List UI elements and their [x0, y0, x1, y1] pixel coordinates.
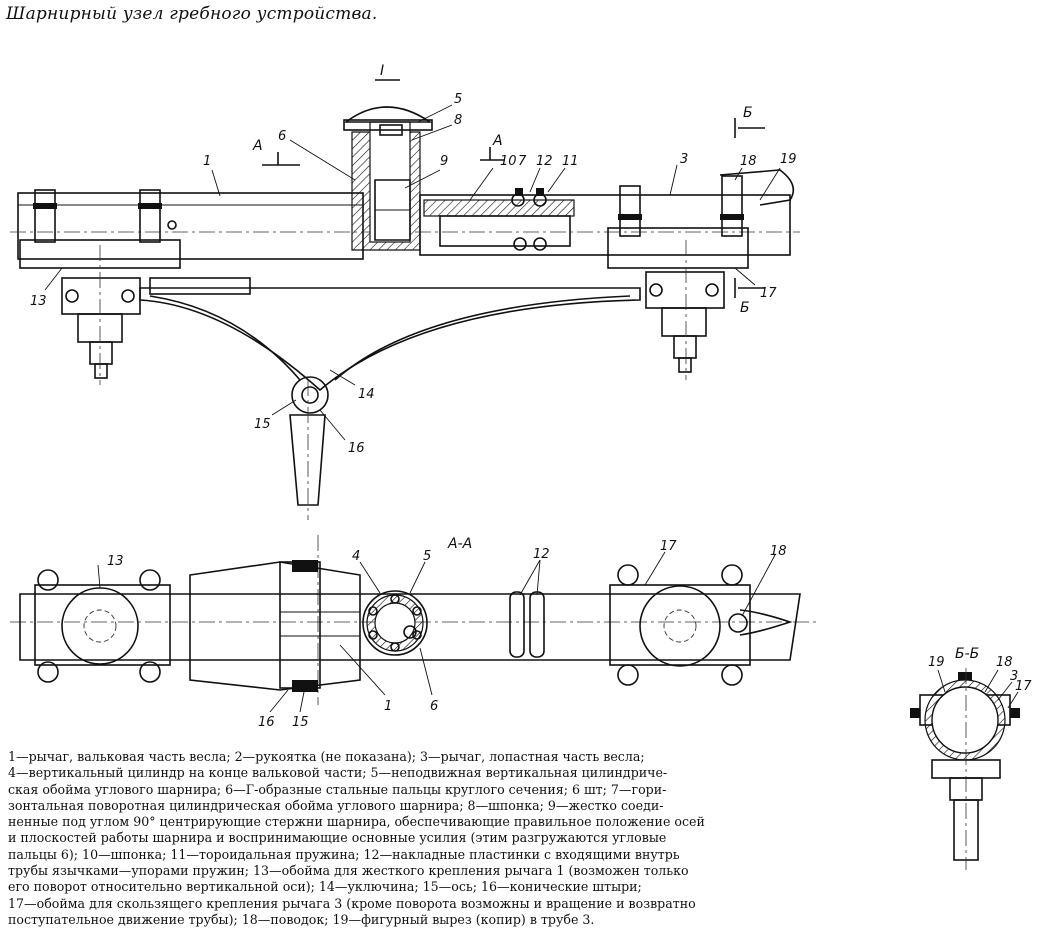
- aa-label-16: 16: [258, 715, 275, 730]
- caption-line: 4—вертикальный цилиндр на конце вальково…: [8, 765, 668, 781]
- aa-label-12: 12: [533, 547, 550, 562]
- figure-caption: 1—рычаг, вальковая часть весла; 2—рукоят…: [8, 749, 838, 928]
- section-aa-view: А-А 13 4 5 12 17 18 16 15 1 6: [10, 535, 820, 730]
- view-marker-i: I: [380, 63, 384, 79]
- caption-line: пальцы 6); 10—шпонка; 11—тороидальная пр…: [8, 846, 680, 862]
- bb-label-18: 18: [996, 655, 1013, 670]
- caption-line: и плоскостей работы шарнира и воспринима…: [8, 830, 667, 846]
- section-aa-title: А-А: [447, 536, 472, 552]
- label-11: 11: [562, 154, 579, 169]
- aa-label-13: 13: [107, 554, 124, 569]
- lever-1-tube: [17, 192, 364, 260]
- label-6: 6: [278, 129, 286, 144]
- label-13: 13: [30, 294, 47, 309]
- rowlock-14: [139, 287, 641, 392]
- label-10: 10: [500, 154, 517, 169]
- section-mark-b-bottom: Б: [740, 300, 750, 316]
- label-14: 14: [358, 387, 375, 402]
- label-3: 3: [680, 152, 688, 167]
- label-8: 8: [454, 113, 462, 128]
- label-17: 17: [760, 286, 777, 301]
- caption-line: ненные под углом 90° центрирующие стержн…: [8, 814, 705, 830]
- caption-line: трубы язычками—упорами пружин; 13—обойма…: [8, 863, 689, 879]
- main-view: I А А Б Б 1 3 5 6 8 9 10 7 12 11 18 19 1…: [10, 63, 800, 520]
- bb-label-17: 17: [1015, 679, 1032, 694]
- label-16: 16: [348, 441, 365, 456]
- caption-line: 17—обойма для скользящего крепления рыча…: [8, 895, 696, 911]
- aa-label-17: 17: [660, 539, 677, 554]
- label-5: 5: [454, 92, 462, 107]
- caption-line: ская обойма углового шарнира; 6—Г-образн…: [8, 781, 667, 797]
- section-mark-b-top: Б: [743, 105, 753, 121]
- caption-line: его поворот относительно вертикальной ос…: [8, 879, 642, 895]
- section-bb-title: Б-Б: [955, 646, 979, 662]
- label-7: 7: [518, 154, 527, 169]
- aa-label-1: 1: [384, 699, 392, 714]
- label-18: 18: [740, 154, 757, 169]
- label-9: 9: [440, 154, 448, 169]
- section-mark-a-left: А: [252, 138, 263, 154]
- caption-line: 1—рычаг, вальковая часть весла; 2—рукоят…: [8, 749, 645, 764]
- clamp-17: [607, 227, 749, 269]
- aa-label-4: 4: [352, 549, 360, 564]
- bb-label-19: 19: [928, 655, 945, 670]
- caption-line: поступательное движение трубы); 18—повод…: [8, 911, 595, 927]
- label-19: 19: [780, 152, 797, 167]
- bb-label-3: 3: [1010, 669, 1018, 684]
- section-mark-a-right: А: [492, 133, 503, 149]
- label-12: 12: [536, 154, 553, 169]
- drawing-title: Шарнирный узел гребного устройства.: [6, 4, 378, 24]
- section-bb-view: Б-Б 19 18 3 17: [910, 646, 1032, 870]
- label-1: 1: [203, 154, 211, 169]
- aa-label-18: 18: [770, 544, 787, 559]
- caption-line: зонтальная поворотная цилиндрическая обо…: [8, 797, 664, 813]
- aa-label-6: 6: [430, 699, 438, 714]
- label-15: 15: [254, 417, 271, 432]
- aa-label-5: 5: [423, 549, 431, 564]
- lever-3-tube: [419, 194, 791, 256]
- aa-label-15: 15: [292, 715, 309, 730]
